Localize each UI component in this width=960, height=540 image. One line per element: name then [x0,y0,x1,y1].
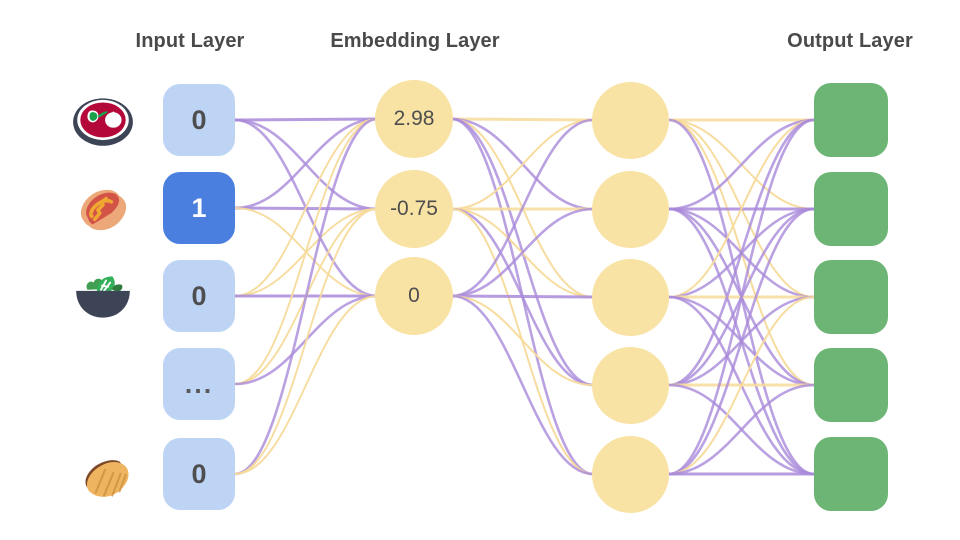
connection-edge [668,118,815,211]
output-node-2[interactable] [814,172,888,246]
burrito-icon [70,443,136,509]
connection-edge [234,117,378,122]
steak-icon [70,88,136,154]
connection-edge [234,117,378,476]
connection-edge [451,117,594,211]
connection-edge [668,119,815,298]
connection-edge [668,207,815,299]
connection-edge [234,294,378,386]
connection-edge [234,118,378,298]
connection-edge [668,207,815,476]
connection-edge [451,294,594,299]
connection-edge [451,118,594,298]
connection-edge [234,117,378,210]
edges-embedding-to-hidden [451,117,594,476]
connection-edge [234,208,378,475]
hidden-node-3[interactable] [592,259,669,336]
connection-edge [668,119,815,210]
connection-edge [668,207,815,387]
connection-edge [668,295,815,387]
connection-edge [451,207,594,387]
connection-edge [234,208,378,385]
embedding-layer-title: Embedding Layer [330,30,500,52]
connection-edge [451,117,594,476]
connection-edge [668,118,815,387]
input-value-box-2[interactable]: 1 [163,172,235,244]
connection-edge [234,208,378,297]
hidden-node-2[interactable] [592,171,669,248]
connection-edge [234,206,378,211]
output-layer-title: Output Layer [787,30,913,52]
output-node-4[interactable] [814,348,888,422]
salad-icon [70,264,136,330]
hotdog-icon [70,177,136,243]
connection-edge [668,296,815,475]
connection-edge [451,208,594,475]
input-layer-title: Input Layer [135,30,245,52]
connection-edge [451,117,594,387]
edges-hidden-to-output [668,118,815,476]
connection-edge [451,295,594,386]
connection-edge [668,119,815,298]
connection-edge [451,294,594,476]
output-node-5[interactable] [814,437,888,511]
embedding-node-3[interactable]: 0 [375,257,453,335]
connection-edge [451,207,594,298]
connection-edge [668,207,815,387]
hidden-node-1[interactable] [592,82,669,159]
connection-edge [234,118,378,385]
connection-edge [234,118,378,211]
connection-edge [668,119,815,386]
connection-edge [668,207,815,476]
connection-edge [451,119,594,210]
input-value-box-5[interactable]: 0 [163,438,235,510]
hidden-node-5[interactable] [592,436,669,513]
input-value-box-3[interactable]: 0 [163,260,235,332]
connection-edge [451,208,594,298]
connection-edge [668,383,815,476]
input-value-box-4[interactable]: ... [163,348,235,420]
connection-edge [668,207,815,299]
connection-edge [451,117,594,122]
embedding-node-1[interactable]: 2.98 [375,80,453,158]
connection-edge [234,207,378,297]
hidden-node-4[interactable] [592,347,669,424]
connection-edge [234,118,378,297]
connection-edge [668,295,815,476]
connection-edge [668,383,815,476]
connection-edge [668,295,815,387]
output-node-1[interactable] [814,83,888,157]
input-value-box-1[interactable]: 0 [163,84,235,156]
connection-edge [234,295,378,475]
edges-input-to-embedding [234,117,378,476]
connection-edge [451,118,594,298]
embedding-node-2[interactable]: -0.75 [375,170,453,248]
connection-edge [668,118,815,476]
connection-edge [668,118,815,476]
output-node-3[interactable] [814,260,888,334]
